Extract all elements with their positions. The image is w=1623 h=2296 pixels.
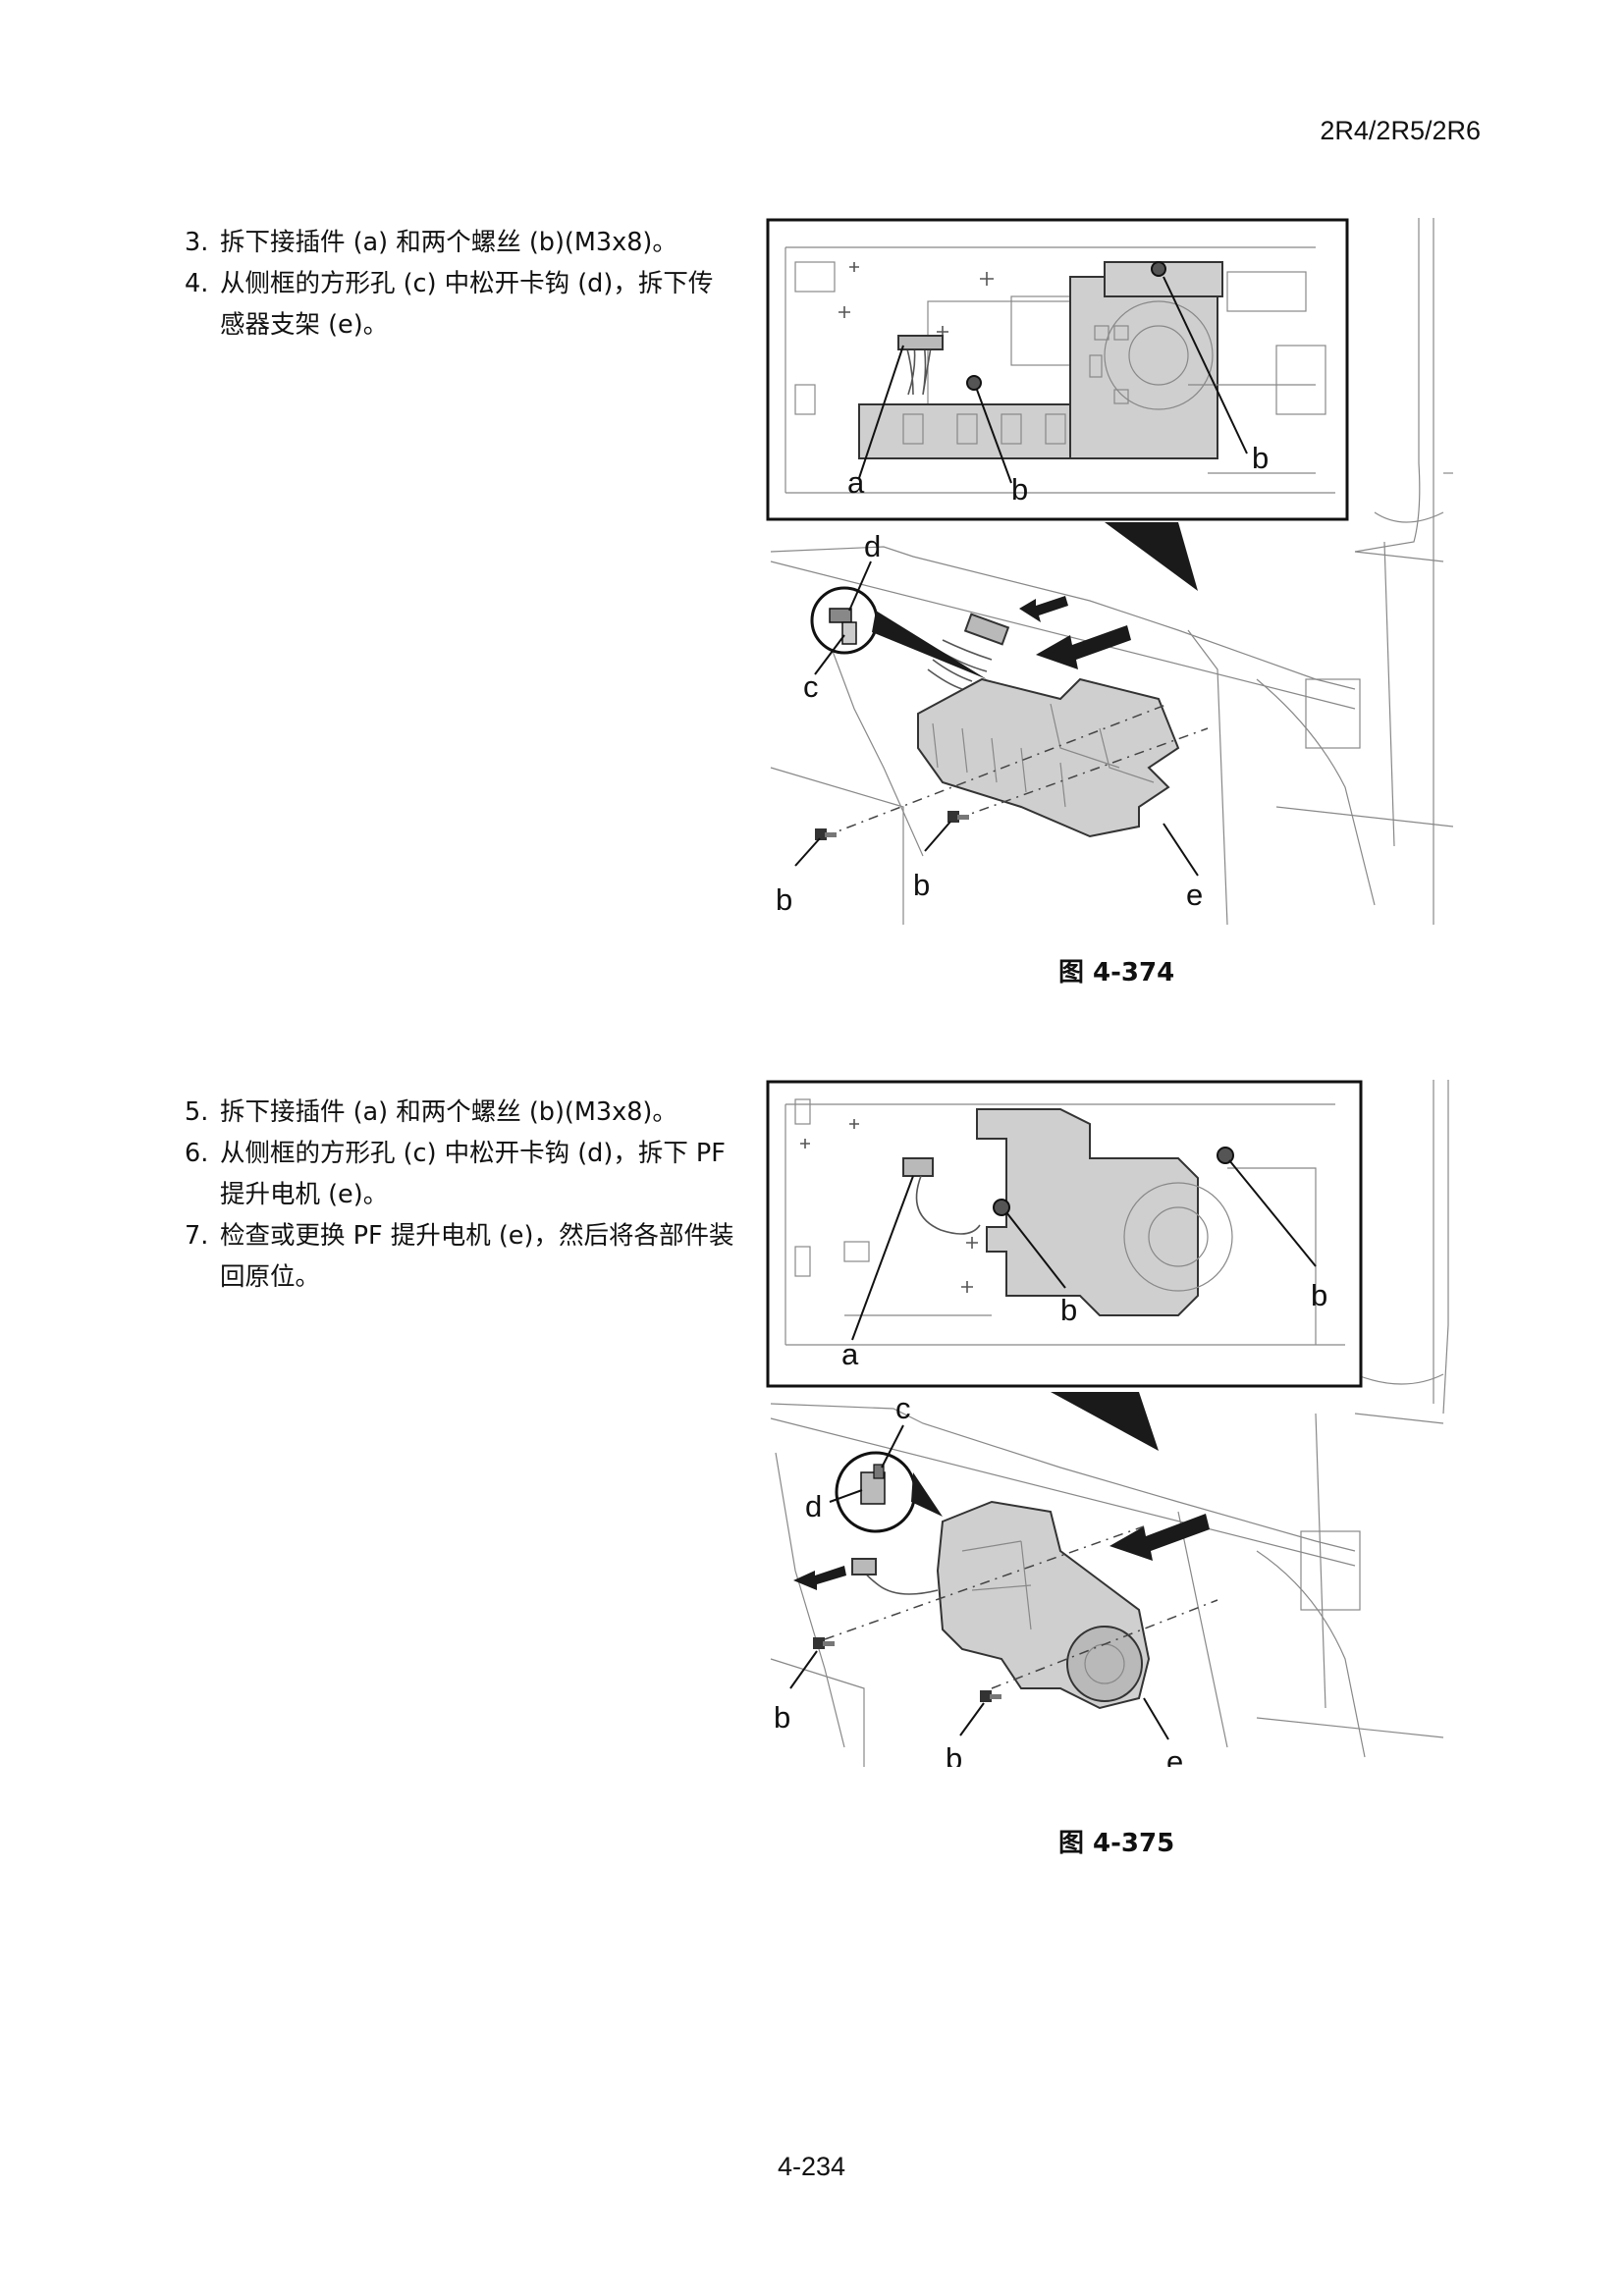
label-b: b bbox=[913, 868, 930, 902]
label-b: b bbox=[774, 1700, 790, 1735]
label-a: a bbox=[841, 1337, 859, 1371]
leader-b-lower-2 bbox=[924, 821, 951, 852]
screw-axis-line bbox=[824, 703, 1169, 837]
label-b: b bbox=[1060, 1293, 1077, 1327]
leader-c bbox=[814, 634, 845, 675]
label-a: a bbox=[847, 465, 865, 500]
steps-list-2: 5. 拆下接插件 (a) 和两个螺丝 (b)(M3x8)。 6. 从侧框的方形孔… bbox=[185, 1092, 734, 1298]
sensor-bracket-part bbox=[917, 613, 1180, 838]
pf-lift-motor-part bbox=[851, 1500, 1151, 1710]
step-3: 3. 拆下接插件 (a) 和两个螺丝 (b)(M3x8)。 bbox=[185, 222, 734, 263]
leader-b-lower-2 bbox=[959, 1702, 985, 1736]
removal-arrow bbox=[1036, 625, 1131, 669]
step-6: 6. 从侧框的方形孔 (c) 中松开卡钩 (d)，拆下 PF 提升电机 (e)。 bbox=[185, 1133, 734, 1215]
hook-d-detail bbox=[860, 1471, 886, 1505]
label-c: c bbox=[895, 1391, 911, 1425]
leader-e bbox=[1143, 1697, 1169, 1740]
step-text: 拆下接插件 (a) 和两个螺丝 (b)(M3x8)。 bbox=[220, 228, 677, 257]
lower-assembly-drawing bbox=[770, 1403, 1444, 1767]
figure-caption: 图 4-375 bbox=[1058, 1829, 1175, 1858]
step-number: 7. bbox=[185, 1221, 209, 1251]
step-4: 4. 从侧框的方形孔 (c) 中松开卡钩 (d)，拆下传感器支架 (e)。 bbox=[185, 263, 734, 346]
zoom-pointer bbox=[1051, 1392, 1159, 1451]
step-text: 从侧框的方形孔 (c) 中松开卡钩 (d)，拆下 PF 提升电机 (e)。 bbox=[220, 1139, 726, 1209]
label-b: b bbox=[1011, 472, 1028, 507]
label-c: c bbox=[803, 669, 819, 704]
leader-b-inset-1 bbox=[976, 389, 1012, 484]
step-text: 检查或更换 PF 提升电机 (e)，然后将各部件装回原位。 bbox=[220, 1221, 734, 1292]
zoom-pointer bbox=[1105, 522, 1198, 591]
step-number: 5. bbox=[185, 1097, 209, 1127]
screw-b-left bbox=[813, 1637, 835, 1649]
disconnect-arrow bbox=[793, 1566, 846, 1590]
figure-4-375: a b b bbox=[766, 1080, 1453, 1767]
step-number: 3. bbox=[185, 228, 209, 257]
document-model-header: 2R4/2R5/2R6 bbox=[1320, 116, 1481, 145]
step-7: 7. 检查或更换 PF 提升电机 (e)，然后将各部件装回原位。 bbox=[185, 1215, 734, 1298]
label-e: e bbox=[1166, 1744, 1183, 1767]
screw-b-left bbox=[815, 828, 837, 840]
figure-caption: 图 4-374 bbox=[1058, 958, 1175, 988]
leader-a-inset bbox=[858, 345, 904, 479]
label-d: d bbox=[864, 529, 881, 563]
step-text: 从侧框的方形孔 (c) 中松开卡钩 (d)，拆下传感器支架 (e)。 bbox=[220, 269, 714, 340]
leader-b-lower-1 bbox=[794, 837, 821, 867]
leader-b-inset-2 bbox=[1163, 276, 1248, 454]
step-5: 5. 拆下接插件 (a) 和两个螺丝 (b)(M3x8)。 bbox=[185, 1092, 734, 1133]
label-e: e bbox=[1186, 878, 1203, 912]
leader-b-lower-1 bbox=[789, 1650, 818, 1689]
figure-4-374-illustration: a b b bbox=[766, 218, 1453, 925]
removal-arrow bbox=[1109, 1514, 1210, 1561]
figure-4-375-illustration: a b b bbox=[766, 1080, 1449, 1767]
leader-b-inset-2 bbox=[1228, 1159, 1317, 1267]
printer-frame-outline bbox=[1354, 1080, 1449, 1415]
hole-c-detail bbox=[873, 1464, 885, 1479]
label-d: d bbox=[805, 1489, 822, 1523]
leader-b-inset-1 bbox=[1005, 1211, 1066, 1289]
lower-assembly-drawing bbox=[770, 541, 1453, 925]
leader-e bbox=[1163, 823, 1199, 877]
steps-list-1: 3. 拆下接插件 (a) 和两个螺丝 (b)(M3x8)。 4. 从侧框的方形孔… bbox=[185, 222, 734, 346]
hole-c-detail bbox=[841, 621, 857, 645]
magnifier-pointer bbox=[872, 611, 987, 679]
label-b: b bbox=[776, 882, 792, 917]
step-number: 6. bbox=[185, 1139, 209, 1168]
screw-axis-line bbox=[956, 727, 1209, 820]
label-b: b bbox=[946, 1741, 962, 1767]
leader-d bbox=[829, 1489, 863, 1503]
label-b: b bbox=[1252, 441, 1269, 475]
disconnect-arrow bbox=[1019, 596, 1068, 622]
inset-drawing bbox=[784, 246, 1335, 494]
leader-c bbox=[881, 1424, 904, 1468]
step-number: 4. bbox=[185, 269, 209, 298]
leader-d bbox=[848, 561, 872, 612]
leader-a-inset bbox=[851, 1175, 914, 1341]
label-b: b bbox=[1311, 1278, 1327, 1312]
step-text: 拆下接插件 (a) 和两个螺丝 (b)(M3x8)。 bbox=[220, 1097, 677, 1127]
detail-inset-frame bbox=[766, 218, 1349, 521]
screw-axis-line bbox=[991, 1599, 1218, 1689]
page-number: 4-234 bbox=[777, 2152, 846, 2181]
figure-4-374: a b b bbox=[766, 218, 1453, 925]
screw-axis-line bbox=[824, 1525, 1145, 1640]
magnifier-pointer bbox=[911, 1472, 943, 1517]
hook-d-detail bbox=[829, 608, 852, 623]
printer-frame-outline bbox=[1354, 218, 1453, 925]
screw-b-middle bbox=[947, 811, 969, 823]
screw-b-middle bbox=[980, 1690, 1001, 1702]
